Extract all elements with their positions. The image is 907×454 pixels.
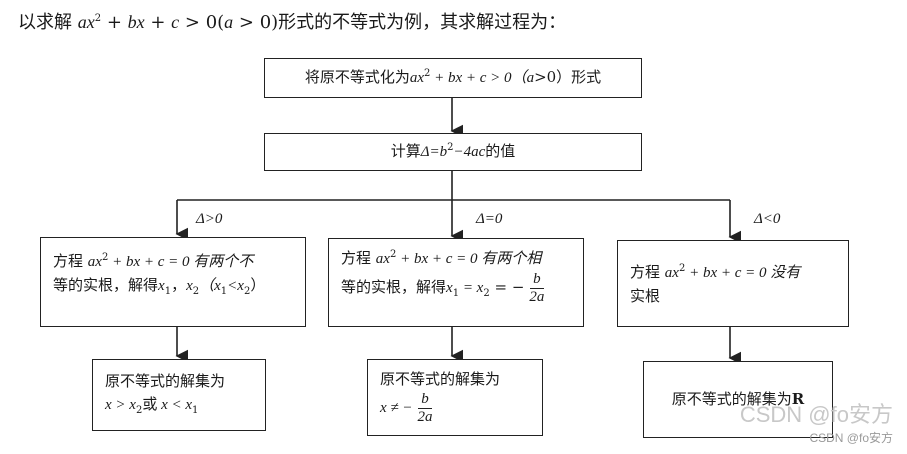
mid-line1-expr: ax xyxy=(375,251,390,267)
left-close: ） xyxy=(250,276,266,295)
intro-sup: 2 xyxy=(94,13,102,24)
cond-mid: Δ=0 xyxy=(476,211,503,227)
step2-suffix: 的值 xyxy=(485,141,516,160)
watermark-small: CSDN @fo安方 xyxy=(809,431,893,445)
mid-x2-sub: 2 xyxy=(483,288,490,300)
intro-expr-a2: a xyxy=(224,12,234,32)
mid-line1-rest: + bx + c = 0 有两个相 xyxy=(396,251,542,267)
step1-box: 将原不等式化为ax2 + bx + c > 0（a>0）形式 xyxy=(264,58,642,98)
left-lt-sub2: 2 xyxy=(243,286,251,298)
left-line1-expr: ax xyxy=(87,254,102,270)
intro-expr-b: bx xyxy=(127,12,145,32)
left-paren: （x xyxy=(199,278,221,295)
mid-x1: x xyxy=(446,280,453,297)
left-line2-pre: 等的实根，解得 xyxy=(53,276,159,295)
left-result-a-sub: 2 xyxy=(135,405,143,417)
left-x2-sub: 2 xyxy=(192,286,200,298)
intro-suffix: 形式的不等式为例，其求解过程为： xyxy=(278,12,567,33)
left-sep: ， xyxy=(171,276,187,295)
mid-result-num: b xyxy=(418,391,432,409)
left-result-line2: x > x2或 x < x1 xyxy=(105,393,253,419)
step1-sup: 2 xyxy=(424,67,431,79)
mid-eq2: = − xyxy=(489,278,525,297)
right-line1-rest: + bx + c = 0 没有 xyxy=(685,265,801,281)
left-x1: x xyxy=(158,278,165,295)
intro-expr-a: ax xyxy=(77,12,95,32)
left-x2: x xyxy=(186,278,193,295)
left-line1: 方程 ax2 + bx + c = 0 有两个不 xyxy=(53,250,293,274)
mid-line1-sup: 2 xyxy=(389,249,397,260)
step2-text: 计算Δ=b2−4ac的值 xyxy=(391,140,516,164)
intro-plus1: + xyxy=(101,12,128,33)
left-x1-sub: 1 xyxy=(164,286,172,298)
step2-box: 计算Δ=b2−4ac的值 xyxy=(264,133,642,171)
step1-cond: a xyxy=(526,69,535,86)
intro-text: 以求解 ax2 + bx + c > 0(a > 0)形式的不等式为例，其求解过… xyxy=(18,8,566,34)
left-result-line1: 原不等式的解集为 xyxy=(105,372,226,390)
watermark-big: CSDN @fo安方 xyxy=(739,402,893,427)
step2-sup: 2 xyxy=(447,141,454,153)
cond-left: Δ>0 xyxy=(196,211,223,227)
mid-line2-pre: 等的实根，解得 xyxy=(341,278,447,297)
left-paren-sub1: 1 xyxy=(220,286,228,298)
intro-gt2: > 0) xyxy=(233,12,279,33)
mid-case-box: 方程 ax2 + bx + c = 0 有两个相 等的实根，解得x1 = x2 … xyxy=(328,238,584,327)
mid-result-line1: 原不等式的解集为 xyxy=(380,370,501,388)
step1-label: 将原不等式化为 xyxy=(304,67,410,86)
right-result-box: 原不等式的解集为R xyxy=(643,361,833,438)
intro-prefix: 以求解 xyxy=(18,12,78,33)
mid-line1-pre: 方程 xyxy=(341,249,376,267)
right-line2: 实根 xyxy=(630,287,661,306)
step1-text: 将原不等式化为ax2 + bx + c > 0（a>0）形式 xyxy=(305,66,601,90)
step2-expr: =b xyxy=(429,143,448,160)
left-line2: 等的实根，解得x1，x2（x1<x2） xyxy=(53,274,293,300)
left-result-box: 原不等式的解集为 x > x2或 x < x1 xyxy=(92,359,266,431)
intro-expr-c: c xyxy=(171,12,180,32)
right-result: 原不等式的解集为R xyxy=(672,388,804,411)
step1-expr: ax xyxy=(409,69,424,86)
mid-frac-num: b xyxy=(530,271,544,289)
right-result-text: 原不等式的解集为 xyxy=(671,389,792,408)
mid-line1: 方程 ax2 + bx + c = 0 有两个相 xyxy=(341,247,571,271)
right-case-box: 方程 ax2 + bx + c = 0 没有 实根 xyxy=(617,240,849,327)
left-line1-rest: + bx + c = 0 有两个不 xyxy=(108,254,254,270)
right-line1-sup: 2 xyxy=(678,263,686,274)
step1-expr-rest: + bx + c > 0（ xyxy=(430,69,527,86)
left-lt: <x xyxy=(227,278,244,295)
watermark: CSDN @fo安方 CSDN @fo安方 xyxy=(740,397,893,446)
left-result-a: x > x xyxy=(105,397,136,414)
left-line1-sup: 2 xyxy=(101,252,109,263)
mid-frac-den: 2a xyxy=(529,288,545,305)
cond-right: Δ<0 xyxy=(754,211,781,227)
right-line1-expr: ax xyxy=(664,265,679,281)
intro-gt: > 0( xyxy=(179,12,225,33)
mid-result-den: 2a xyxy=(417,408,433,425)
mid-eq: = x xyxy=(459,280,484,297)
right-line1: 方程 ax2 + bx + c = 0 没有 xyxy=(630,261,836,285)
step2-expr-rest: −4ac xyxy=(453,143,486,160)
intro-plus2: + xyxy=(144,12,172,33)
mid-x1-sub: 1 xyxy=(452,288,460,300)
right-result-R: R xyxy=(791,389,805,408)
right-line1-pre: 方程 xyxy=(630,263,665,281)
left-result-or: 或 xyxy=(142,395,158,414)
step1-cond-rest: >0）形式 xyxy=(534,67,602,86)
left-case-box: 方程 ax2 + bx + c = 0 有两个不 等的实根，解得x1，x2（x1… xyxy=(40,237,306,327)
left-result-b: x < x xyxy=(157,397,193,414)
left-result-b-sub: 1 xyxy=(192,405,199,417)
left-line1-pre: 方程 xyxy=(53,252,88,270)
step2-delta: Δ xyxy=(420,143,430,160)
step2-label: 计算 xyxy=(390,141,421,160)
mid-result-pre: x ≠ − xyxy=(380,400,413,417)
